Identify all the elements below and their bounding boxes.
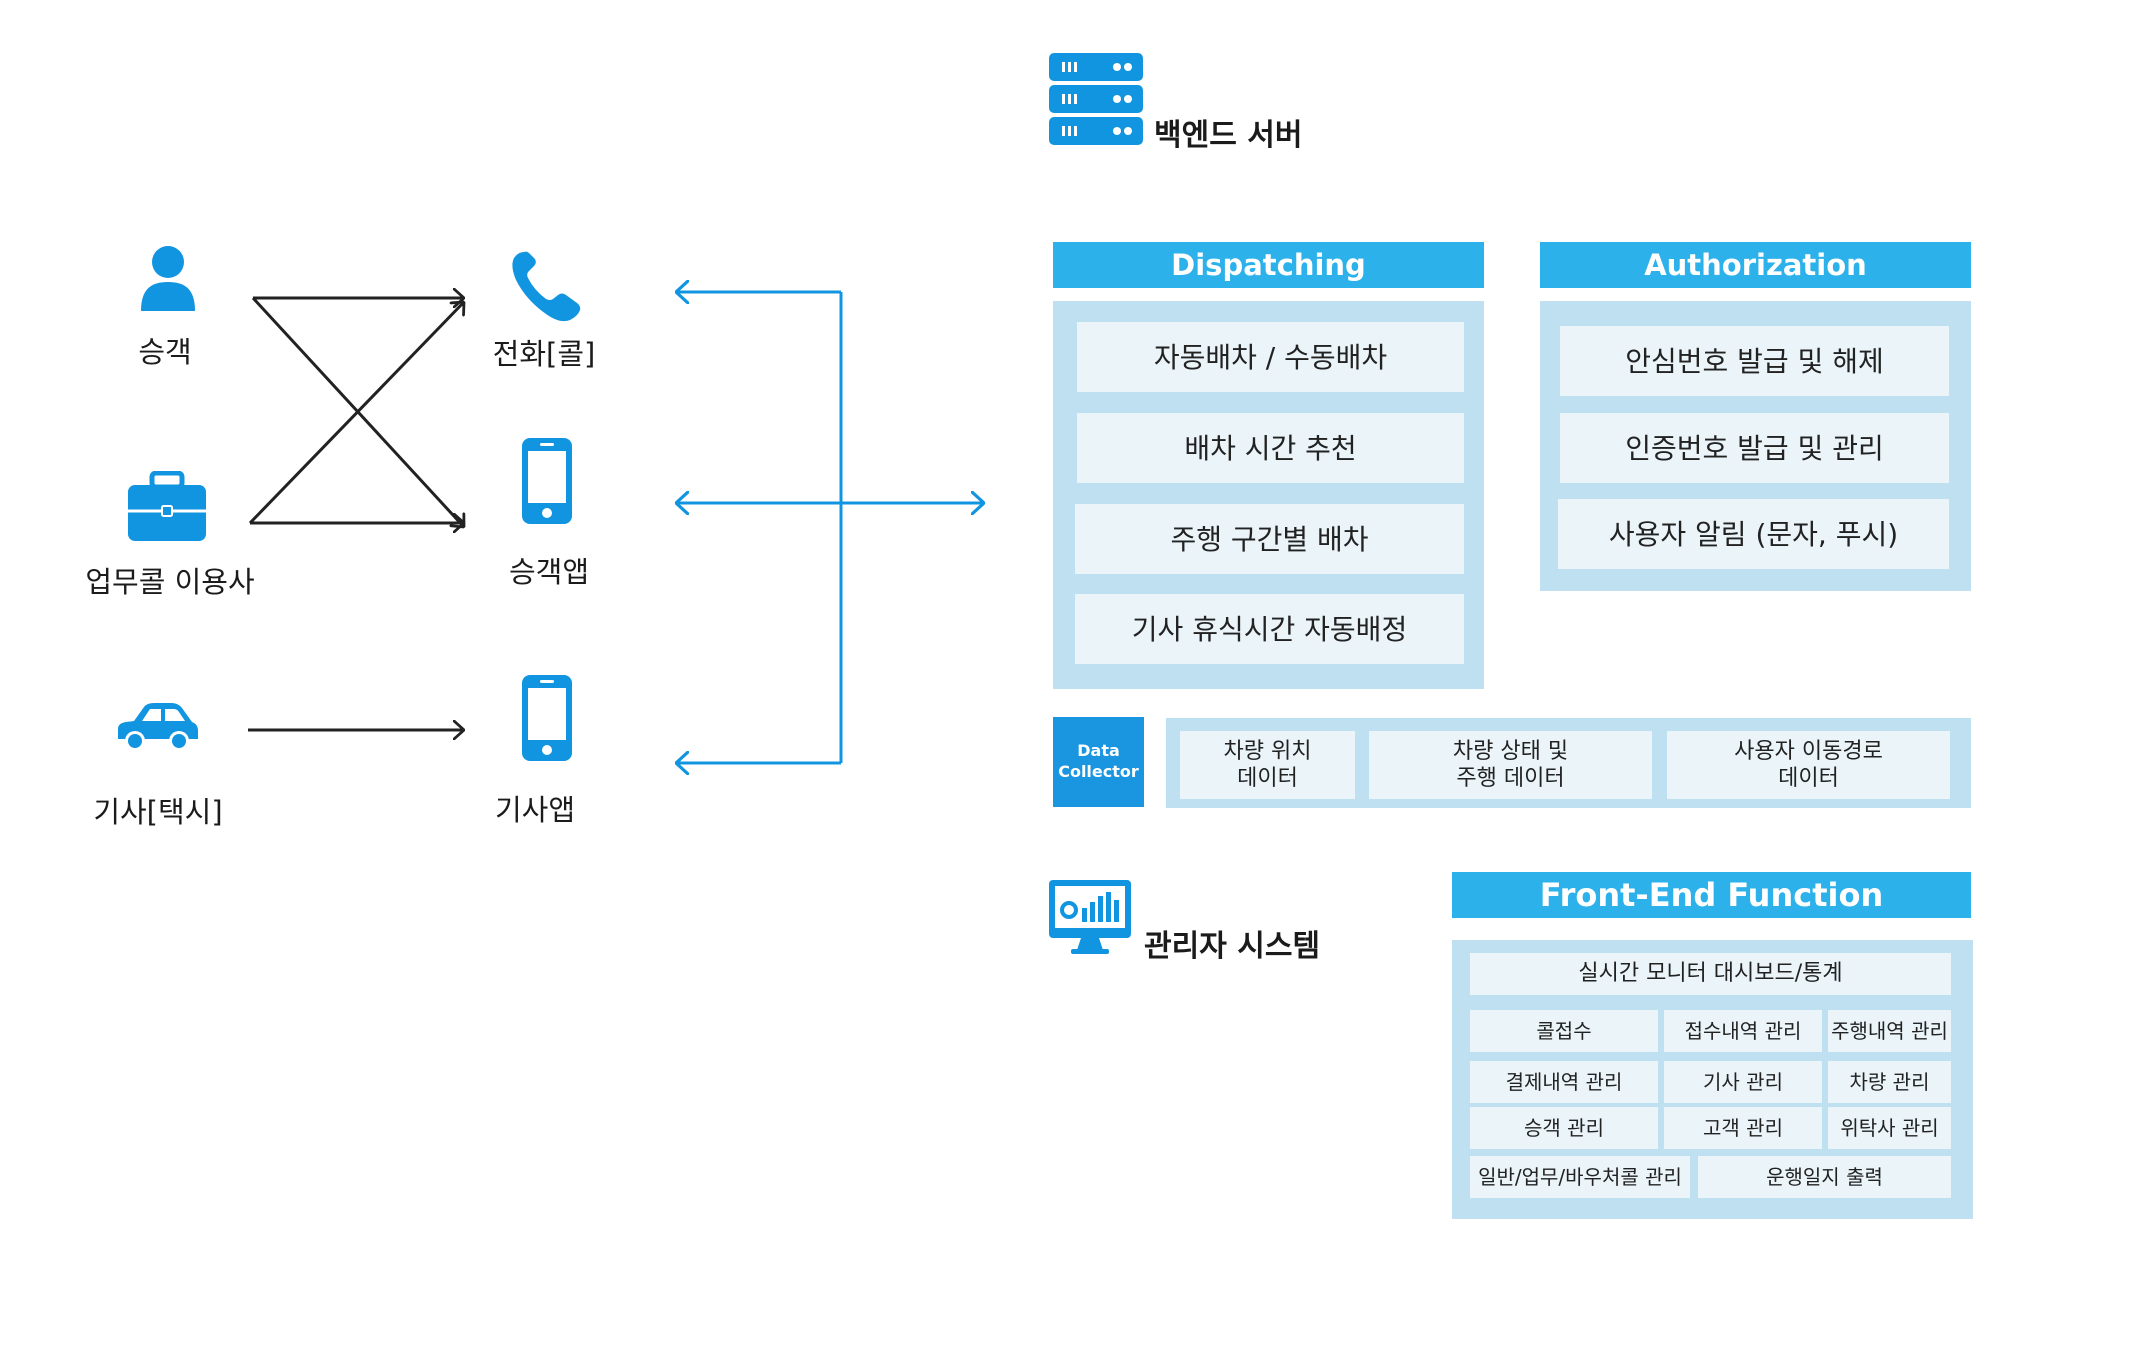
source-label-driver: 기사[택시]	[93, 795, 223, 829]
admin-title: 관리자 시스템	[1144, 929, 1321, 964]
data-collector-item: 차량 상태 및 주행 데이터	[1369, 731, 1652, 799]
smartphone-icon	[522, 438, 572, 524]
frontend-item: 콜접수	[1470, 1010, 1658, 1052]
authorization-item: 안심번호 발급 및 해제	[1560, 326, 1949, 396]
data-collector-item: 차량 위치 데이터	[1180, 731, 1355, 799]
backend-connector	[676, 292, 984, 763]
source-channel-arrows	[248, 298, 464, 730]
channel-label-driver-app: 기사앱	[494, 793, 576, 827]
dispatching-item: 자동배차 / 수동배차	[1077, 322, 1464, 392]
dispatching-header: Dispatching	[1053, 242, 1484, 288]
data-collector-label-line2: Collector	[1058, 762, 1139, 781]
authorization-header: Authorization	[1540, 242, 1971, 288]
frontend-item: 승객 관리	[1470, 1107, 1658, 1149]
arrow-business-to-phone	[248, 302, 464, 525]
person-icon	[141, 246, 195, 311]
data-collector-label-line1: Data	[1077, 741, 1120, 761]
phone-icon	[512, 251, 581, 322]
authorization-item: 사용자 알림 (문자, 푸시)	[1558, 499, 1949, 569]
frontend-item: 고객 관리	[1664, 1107, 1822, 1149]
frontend-item: 주행내역 관리	[1828, 1010, 1951, 1052]
authorization-item: 인증번호 발급 및 관리	[1560, 413, 1949, 483]
dispatching-item: 배차 시간 추천	[1077, 413, 1464, 483]
frontend-item: 위탁사 관리	[1828, 1107, 1951, 1149]
source-label-passenger: 승객	[138, 335, 192, 369]
data-collector-item-line: 데이터	[1237, 766, 1298, 791]
data-collector-item: 사용자 이동경로 데이터	[1667, 731, 1950, 799]
monitor-chart-icon	[1049, 880, 1131, 954]
server-icon	[1049, 53, 1143, 145]
car-icon	[118, 703, 198, 751]
dashboard-item: 실시간 모니터 대시보드/통계	[1470, 953, 1951, 995]
briefcase-icon	[128, 471, 206, 541]
source-label-business: 업무콜 이용사	[85, 565, 255, 599]
backend-title: 백엔드 서버	[1154, 118, 1303, 153]
frontend-header: Front-End Function	[1452, 872, 1971, 918]
frontend-item: 결제내역 관리	[1470, 1061, 1658, 1103]
frontend-item: 기사 관리	[1664, 1061, 1822, 1103]
frontend-item: 운행일지 출력	[1698, 1156, 1951, 1198]
data-collector-item-line: 데이터	[1778, 766, 1839, 791]
channel-label-phone: 전화[콜]	[492, 337, 596, 371]
data-collector-item-line: 차량 상태 및	[1452, 738, 1569, 764]
dispatching-item: 주행 구간별 배차	[1075, 504, 1464, 574]
smartphone-icon	[522, 675, 572, 761]
frontend-item: 접수내역 관리	[1664, 1010, 1822, 1052]
channel-label-passenger-app: 승객앱	[508, 555, 590, 589]
frontend-item: 일반/업무/바우처콜 관리	[1470, 1156, 1690, 1198]
dispatching-item: 기사 휴식시간 자동배정	[1075, 594, 1464, 664]
data-collector-item-line: 사용자 이동경로	[1734, 738, 1883, 764]
data-collector-item-line: 주행 데이터	[1456, 766, 1565, 791]
data-collector-badge: Data Collector	[1053, 717, 1144, 807]
frontend-item: 차량 관리	[1828, 1061, 1951, 1103]
data-collector-item-line: 차량 위치	[1223, 738, 1312, 764]
